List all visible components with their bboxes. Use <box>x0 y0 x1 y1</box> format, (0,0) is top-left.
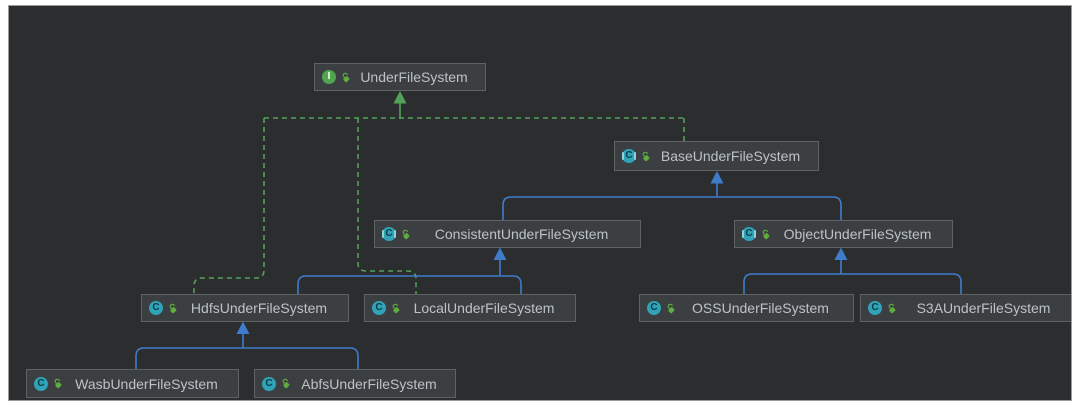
visibility-public-icon <box>54 378 62 389</box>
class-node-wasbunderfilesystem[interactable]: C WasbUnderFileSystem <box>26 369 239 398</box>
class-name-label: AbfsUnderFileSystem <box>301 375 437 392</box>
edge-extends-children-of-hdfs <box>135 347 359 369</box>
class-node-ossunderfilesystem[interactable]: C OSSUnderFileSystem <box>639 294 854 322</box>
class-name-label: WasbUnderFileSystem <box>75 375 218 392</box>
extends-arrowhead-hdfs <box>236 321 250 334</box>
class-node-localunderfilesystem[interactable]: C LocalUnderFileSystem <box>364 294 576 322</box>
class-node-hdfsunderfilesystem[interactable]: C HdfsUnderFileSystem <box>141 294 349 322</box>
class-node-objectunderfilesystem[interactable]: C ObjectUnderFileSystem <box>734 220 953 248</box>
interface-icon: I <box>322 70 336 84</box>
class-node-s3aunderfilesystem[interactable]: C S3AUnderFileSystem <box>860 294 1071 322</box>
visibility-public-icon <box>392 303 400 313</box>
extends-arrowhead-consistent <box>493 247 507 260</box>
diagram-panel: I UnderFileSystem C BaseUnderFileSystem … <box>8 5 1072 401</box>
edge-implements-local <box>357 118 417 294</box>
edge-extends-children-of-consistent <box>297 275 522 294</box>
visibility-public-icon <box>642 151 650 161</box>
class-name-label: UnderFileSystem <box>360 69 468 85</box>
visibility-public-icon <box>342 72 350 82</box>
visibility-public-icon <box>169 303 177 313</box>
class-icon: C <box>34 376 48 391</box>
extends-arrowhead-base <box>710 171 724 184</box>
edge-extends-children-of-base <box>502 196 842 220</box>
edge-group-extends <box>135 182 962 369</box>
class-name-label: HdfsUnderFileSystem <box>190 300 328 316</box>
class-name-label: ObjectUnderFileSystem <box>783 226 932 242</box>
extends-arrowhead-object <box>834 247 848 260</box>
edge-extends-children-of-object <box>743 273 962 294</box>
abstract-class-icon: C <box>742 227 756 241</box>
class-name-label: BaseUnderFileSystem <box>660 148 801 164</box>
visibility-public-icon <box>888 303 896 313</box>
class-node-baseunderfilesystem[interactable]: C BaseUnderFileSystem <box>614 141 819 171</box>
class-node-underfilesystem[interactable]: I UnderFileSystem <box>314 63 486 91</box>
visibility-public-icon <box>402 229 410 239</box>
class-icon: C <box>372 301 386 315</box>
class-name-label: OSSUnderFileSystem <box>692 300 829 316</box>
class-icon: C <box>149 301 163 315</box>
class-icon: C <box>647 301 661 315</box>
implements-arrowhead <box>393 91 407 104</box>
edge-group-implements-underfilesystem <box>193 117 685 294</box>
class-node-abfsunderfilesystem[interactable]: C AbfsUnderFileSystem <box>254 369 456 398</box>
diagram-edges-layer <box>135 91 962 369</box>
class-name-label: ConsistentUnderFileSystem <box>434 226 609 242</box>
abstract-class-icon: C <box>382 227 396 241</box>
abstract-class-icon: C <box>622 149 636 163</box>
visibility-public-icon <box>762 229 770 239</box>
class-name-label: LocalUnderFileSystem <box>413 300 555 316</box>
visibility-public-icon <box>667 303 675 313</box>
class-icon: C <box>868 301 882 315</box>
class-icon: C <box>262 376 276 391</box>
visibility-public-icon <box>282 378 290 389</box>
class-node-consistentunderfilesystem[interactable]: C ConsistentUnderFileSystem <box>374 220 641 248</box>
edge-implements-hdfs <box>193 118 265 294</box>
class-name-label: S3AUnderFileSystem <box>916 300 1051 316</box>
